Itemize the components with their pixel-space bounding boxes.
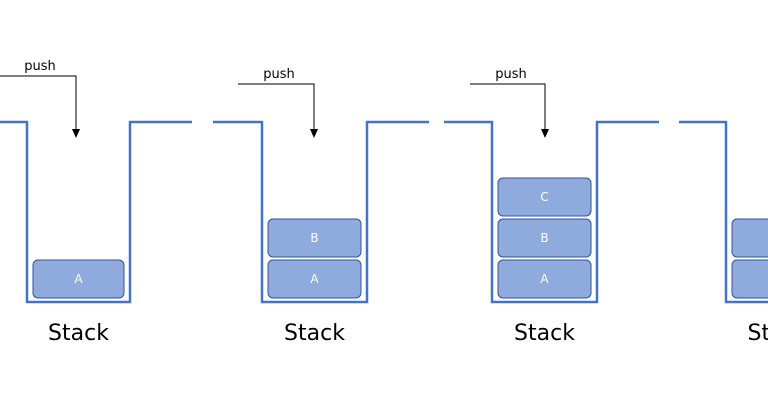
stack-item-label: B xyxy=(310,231,318,245)
stack-item-box xyxy=(731,259,768,299)
stack-item-box xyxy=(267,259,362,299)
push-arrow xyxy=(0,75,77,130)
push-label: push xyxy=(495,67,527,82)
stack-container xyxy=(444,120,659,304)
stack-item-box xyxy=(497,218,592,258)
push-arrow-head xyxy=(541,129,549,138)
stack-item-box xyxy=(32,259,125,299)
stack-item-label: A xyxy=(74,272,83,286)
stack-container xyxy=(0,120,192,304)
stack-item-label: B xyxy=(540,231,548,245)
push-arrow xyxy=(238,83,315,130)
stack-caption: Stack xyxy=(284,321,345,346)
stack-caption: Stack xyxy=(48,321,109,346)
stack-container xyxy=(679,120,768,304)
stack-caption: Stack xyxy=(748,321,768,346)
stack-item-box xyxy=(497,177,592,217)
push-label: push xyxy=(24,59,56,74)
push-arrow-head xyxy=(310,129,318,138)
stack-item-label: C xyxy=(540,190,548,204)
stack-item-label: A xyxy=(310,272,319,286)
stack-container xyxy=(213,120,429,304)
stack-item-box xyxy=(267,218,362,258)
push-label: push xyxy=(263,67,295,82)
stack-item-label: A xyxy=(540,272,549,286)
push-arrow xyxy=(470,83,546,130)
stack-item-box xyxy=(497,259,592,299)
push-arrow-head xyxy=(72,129,80,138)
stack-item-box xyxy=(731,218,768,258)
stack-caption: Stack xyxy=(514,321,575,346)
stack-panel: ABStack xyxy=(679,120,768,346)
